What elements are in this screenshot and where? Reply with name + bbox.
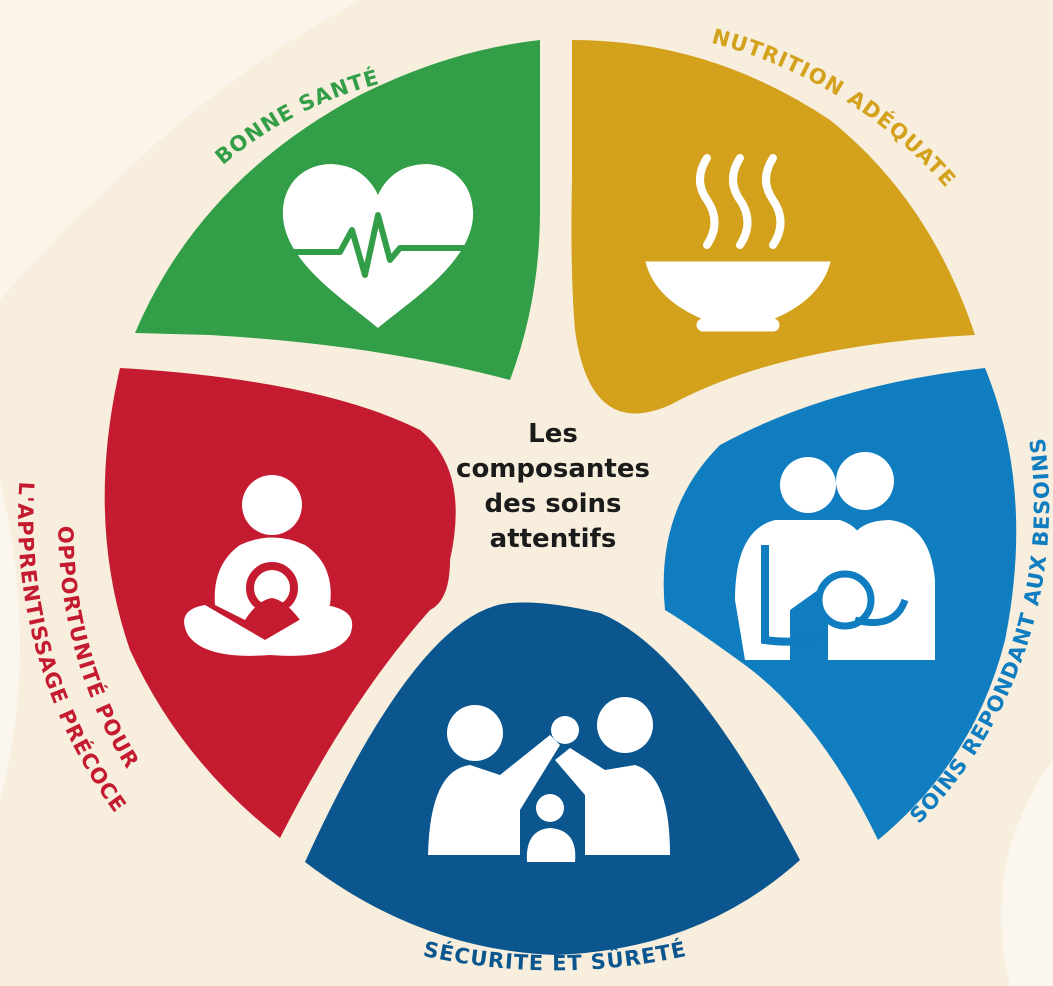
swirl-bottom-right <box>1001 760 1053 986</box>
center-line-1: Les <box>528 419 578 449</box>
segment-safety <box>305 602 800 955</box>
segment-learning <box>104 368 456 838</box>
swirl-top-left <box>0 0 360 300</box>
center-line-3: des soins <box>484 489 621 519</box>
segment-nutrition <box>571 40 975 414</box>
soup-bowl-icon <box>645 154 831 332</box>
heart-pulse-icon <box>282 164 474 328</box>
family-shelter-icon <box>428 697 670 862</box>
swirl-left <box>0 480 20 800</box>
center-line-4: attentifs <box>490 524 617 554</box>
center-title: Les composantes des soins attentifs <box>456 419 650 554</box>
parents-with-baby-icon <box>735 452 935 660</box>
child-playing-icon <box>184 475 353 656</box>
center-line-2: composantes <box>456 454 650 484</box>
